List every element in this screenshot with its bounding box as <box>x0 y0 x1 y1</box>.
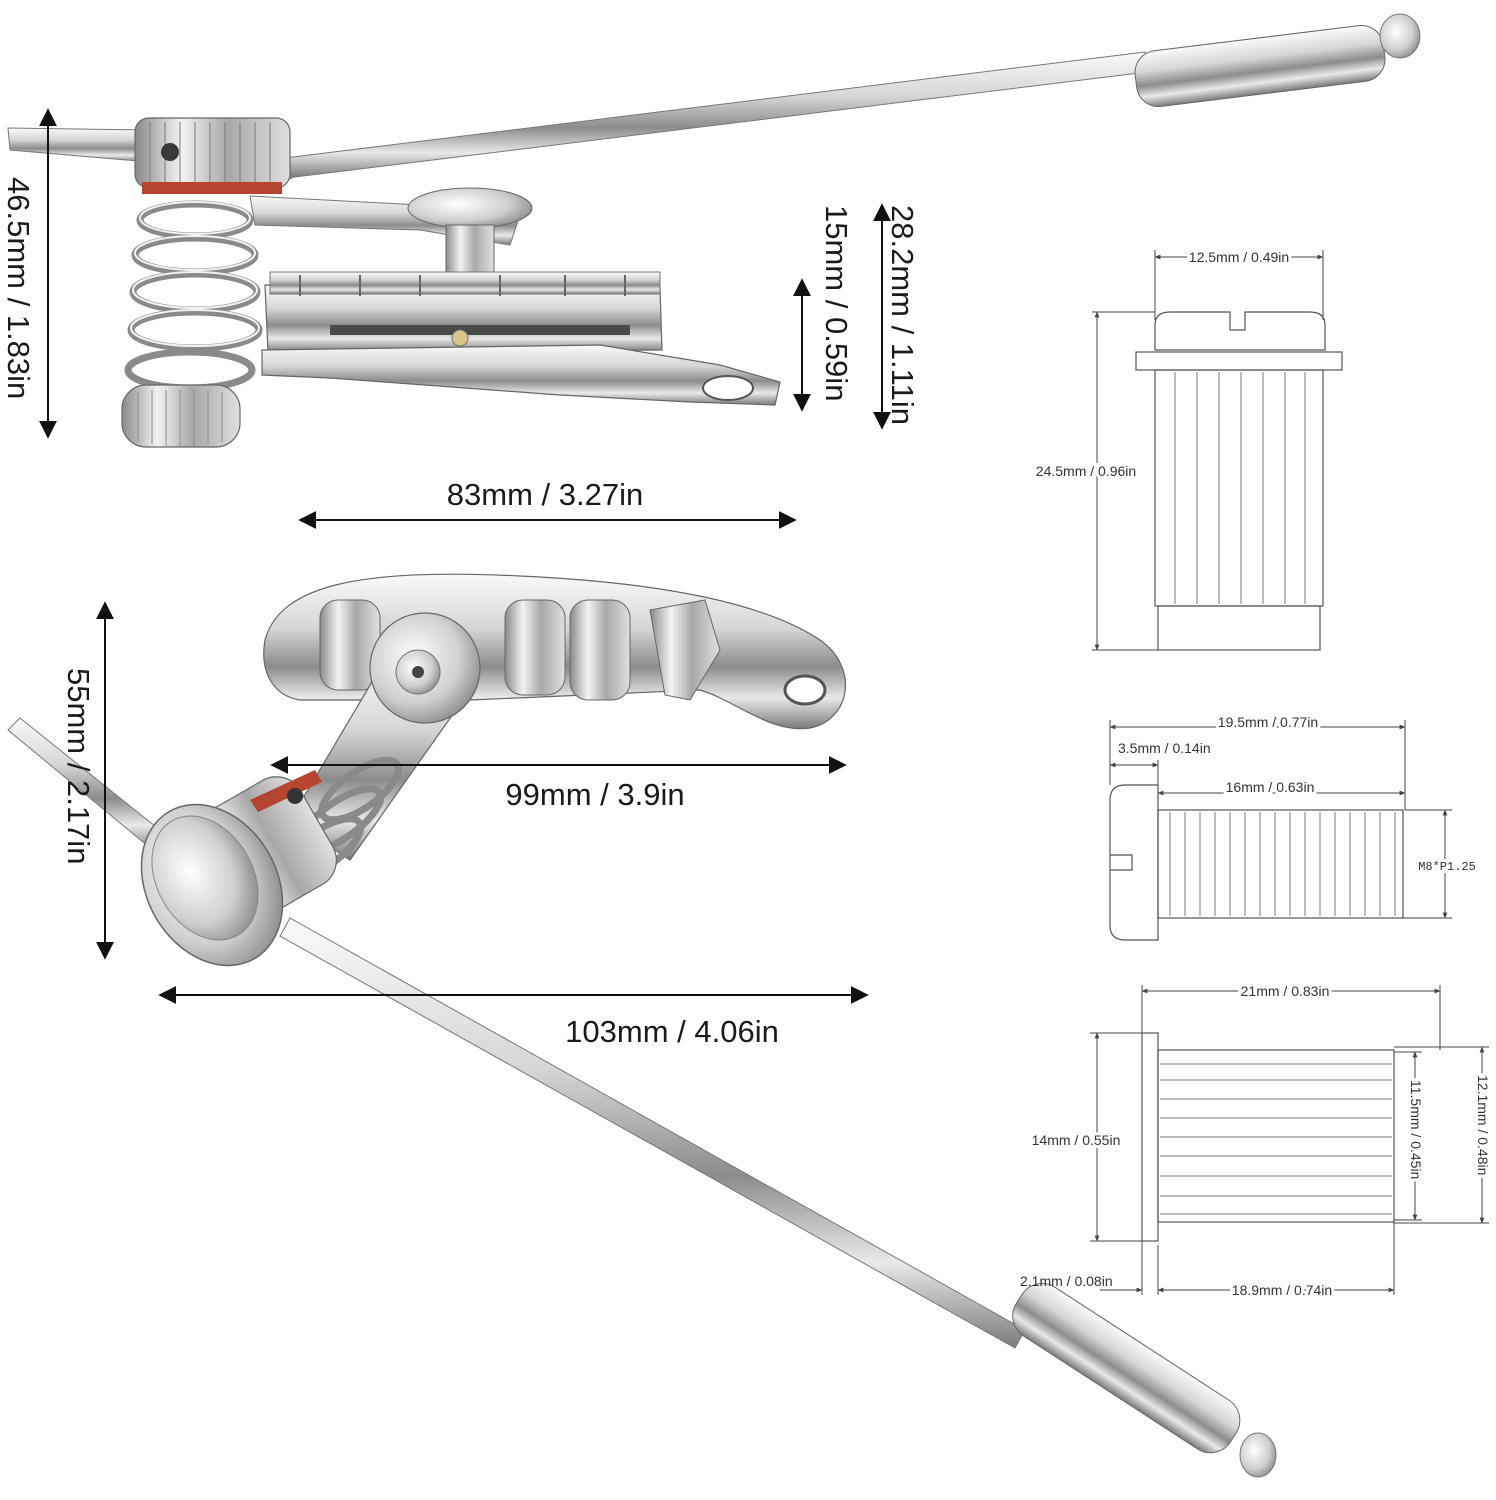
top-spring <box>124 200 263 392</box>
lower-vibrato-arm <box>279 917 1026 1349</box>
label-plate-length: 83mm / 3.27in <box>447 477 643 512</box>
drawing-knob: 12.5mm / 0.49in 24.5mm / 0.96in <box>1033 246 1343 651</box>
label-height-top: 46.5mm / 1.83in <box>1 177 36 399</box>
lower-saddles <box>319 599 721 701</box>
drawing-sleeve: 21mm / 0.83in 14mm / 0.55in 11.5mm / 0.4… <box>1020 980 1494 1301</box>
label-screw-spec: M8*P1.25 <box>1418 860 1476 874</box>
label-arm-length: 103mm / 4.06in <box>565 1014 779 1049</box>
lower-arm-grip <box>1012 1283 1277 1478</box>
lower-pivot-cap <box>369 612 481 724</box>
top-dimension-lines <box>39 108 891 529</box>
label-sleeve-flange-dia: 14mm / 0.55in <box>1032 1132 1121 1148</box>
label-screw-total: 19.5mm / 0.77in <box>1218 714 1318 730</box>
top-knurled-collar <box>134 117 291 194</box>
drawing-screw: 19.5mm / 0.77in 3.5mm / 0.14in 16mm / 0.… <box>1109 711 1479 941</box>
label-lower-length: 99mm / 3.9in <box>505 777 684 812</box>
top-vibrato-arm <box>7 13 1421 185</box>
label-lower-height: 55mm / 2.17in <box>61 668 96 864</box>
label-screw-head: 3.5mm / 0.14in <box>1118 740 1211 756</box>
lower-tailpiece-photo <box>7 573 1277 1478</box>
label-knob-height: 24.5mm / 0.96in <box>1036 463 1136 479</box>
lower-dimension-lines <box>96 601 869 1004</box>
top-spring-highlight <box>130 201 260 347</box>
top-tailpiece-photo <box>7 13 1421 448</box>
label-screw-thread: 16mm / 0.63in <box>1226 779 1315 795</box>
lower-end-cap <box>140 803 284 967</box>
label-sleeve-inner-dia: 11.5mm / 0.45in <box>1408 1080 1424 1179</box>
label-plate-height: 15mm / 0.59in <box>819 205 854 401</box>
label-sleeve-outer-dia: 12.1mm / 0.48in <box>1475 1075 1491 1175</box>
label-sleeve-length: 21mm / 0.83in <box>1241 983 1330 999</box>
label-sleeve-body: 18.9mm / 0.74in <box>1232 1282 1332 1298</box>
label-knob-width: 12.5mm / 0.49in <box>1189 249 1289 265</box>
top-base-plate <box>261 271 781 406</box>
label-total-height: 28.2mm / 1.11in <box>885 205 920 425</box>
top-tension-knob <box>121 384 241 448</box>
label-sleeve-flange: 2.1mm / 0.08in <box>1020 1273 1113 1289</box>
